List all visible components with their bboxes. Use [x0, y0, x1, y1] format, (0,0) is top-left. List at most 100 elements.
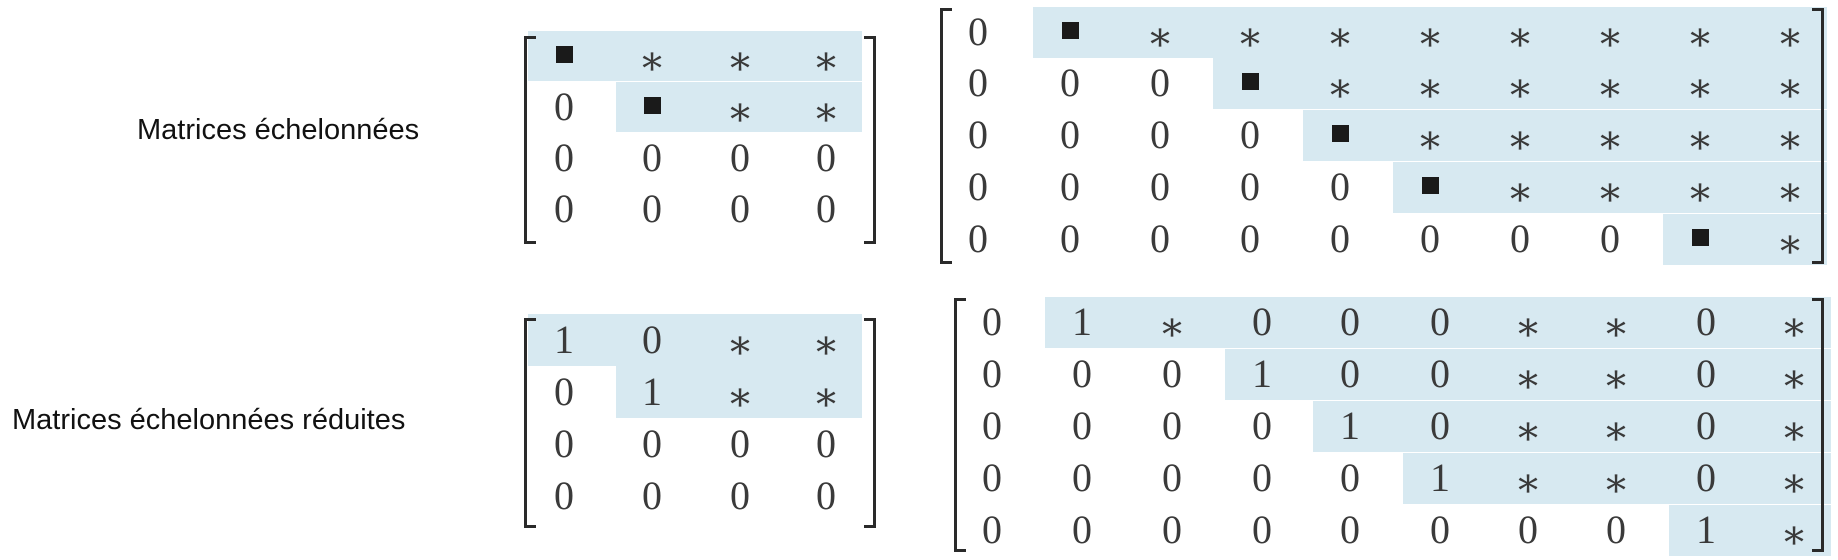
matrix-entry: 0: [968, 9, 988, 54]
matrix-entry-star: ∗: [1596, 14, 1624, 59]
matrix-entry: 0: [642, 186, 662, 231]
pivot-square-icon: [620, 82, 684, 132]
matrix-entry: 0: [1162, 455, 1182, 500]
matrix-entry: 1: [1696, 507, 1716, 552]
matrix-entry-star: ∗: [812, 89, 840, 134]
matrix-entry: 0: [1072, 455, 1092, 500]
matrix-entry: 0: [816, 186, 836, 231]
matrix-entry-star: ∗: [1596, 65, 1624, 110]
pivot-shading: [528, 31, 862, 81]
matrix-entry-star: ∗: [1686, 14, 1714, 59]
matrix-entry: 0: [968, 60, 988, 105]
matrix-entry: 0: [642, 421, 662, 466]
bracket-left: [524, 36, 536, 244]
pivot-square-icon: [1307, 110, 1373, 161]
matrix-entry: 0: [1240, 216, 1260, 261]
matrix-entry: 0: [1430, 403, 1450, 448]
matrix-entry: 0: [1240, 164, 1260, 209]
pivot-shading: [1045, 296, 1831, 348]
pivot-shading: [1303, 109, 1827, 161]
matrix-entry: 0: [730, 186, 750, 231]
bracket-right: [1812, 298, 1824, 552]
matrix-entry: 0: [1240, 112, 1260, 157]
matrix-entry-star: ∗: [1602, 304, 1630, 349]
pivot-shading: [1393, 161, 1827, 213]
matrix-entry-star: ∗: [1776, 65, 1804, 110]
matrix-entry: 0: [1430, 507, 1450, 552]
matrix-entry: 0: [1252, 455, 1272, 500]
matrix-entry: 0: [816, 421, 836, 466]
matrix-entry: 0: [1340, 507, 1360, 552]
bracket-right: [864, 36, 876, 244]
matrix-entry-star: ∗: [1514, 304, 1542, 349]
matrix-entry: 0: [1600, 216, 1620, 261]
matrix-entry: 1: [1252, 351, 1272, 396]
matrix-entry-star: ∗: [1596, 117, 1624, 162]
matrix-entry: 0: [1072, 403, 1092, 448]
matrix-entry-star: ∗: [1776, 14, 1804, 59]
matrix-entry: 0: [1340, 455, 1360, 500]
bracket-right: [864, 318, 876, 528]
matrix-entry: 0: [1150, 112, 1170, 157]
matrix-entry: 0: [1696, 299, 1716, 344]
matrix-entry-star: ∗: [1780, 460, 1808, 505]
pivot-square-icon: [1217, 58, 1283, 109]
matrix-entry: 0: [1606, 507, 1626, 552]
pivot-square-icon: [1667, 214, 1733, 265]
matrix-entry: 0: [1150, 216, 1170, 261]
matrix-entry: 0: [554, 135, 574, 180]
matrix-entry: 0: [1150, 60, 1170, 105]
matrix-entry: 1: [1340, 403, 1360, 448]
matrix-entry: 0: [1252, 403, 1272, 448]
matrix-entry-star: ∗: [1602, 460, 1630, 505]
matrix-entry-star: ∗: [1686, 65, 1714, 110]
pivot-shading: [1313, 400, 1831, 452]
pivot-square-icon: [532, 31, 596, 81]
matrix-entry-star: ∗: [1514, 356, 1542, 401]
matrix-entry-star: ∗: [1780, 356, 1808, 401]
matrix-entry: 0: [730, 473, 750, 518]
matrix-entry: 0: [1060, 112, 1080, 157]
matrix-entry-star: ∗: [1506, 14, 1534, 59]
matrix-entry: 1: [1072, 299, 1092, 344]
matrix-entry-star: ∗: [812, 322, 840, 367]
pivot-shading: [1669, 504, 1831, 556]
matrix-entry-star: ∗: [726, 38, 754, 83]
matrix-entry-star: ∗: [1780, 304, 1808, 349]
matrix-entry: 0: [730, 135, 750, 180]
pivot-shading: [1403, 452, 1831, 504]
matrix-entry: 0: [642, 135, 662, 180]
matrix-entry: 0: [554, 473, 574, 518]
matrix-entry: 1: [642, 369, 662, 414]
matrix-entry: 1: [1430, 455, 1450, 500]
matrix-entry: 0: [816, 135, 836, 180]
bracket-left: [524, 318, 536, 528]
matrix-entry: 0: [1696, 351, 1716, 396]
matrix-entry-star: ∗: [726, 374, 754, 419]
matrix-entry: 0: [982, 455, 1002, 500]
bracket-left: [954, 298, 966, 552]
matrix-entry-star: ∗: [1506, 169, 1534, 214]
pivot-square-icon: [1397, 162, 1463, 213]
matrix-entry: 0: [1162, 403, 1182, 448]
matrix-entry-star: ∗: [1416, 14, 1444, 59]
matrix-entry: 0: [1060, 164, 1080, 209]
matrix-entry: 0: [1330, 164, 1350, 209]
matrix-entry-star: ∗: [1514, 408, 1542, 453]
matrix-entry: 0: [968, 112, 988, 157]
matrix-entry-star: ∗: [1602, 408, 1630, 453]
matrix-entry: 0: [642, 317, 662, 362]
matrix-entry: 0: [1340, 299, 1360, 344]
matrix-entry: 0: [968, 216, 988, 261]
matrix-entry-star: ∗: [1686, 169, 1714, 214]
bracket-right: [1812, 8, 1824, 264]
pivot-shading: [1663, 213, 1827, 265]
pivot-square-icon: [1037, 7, 1103, 58]
matrix-entry: 0: [554, 186, 574, 231]
matrix-entry-star: ∗: [1326, 65, 1354, 110]
matrix-entry-star: ∗: [1506, 65, 1534, 110]
matrix-entry-star: ∗: [1146, 14, 1174, 59]
